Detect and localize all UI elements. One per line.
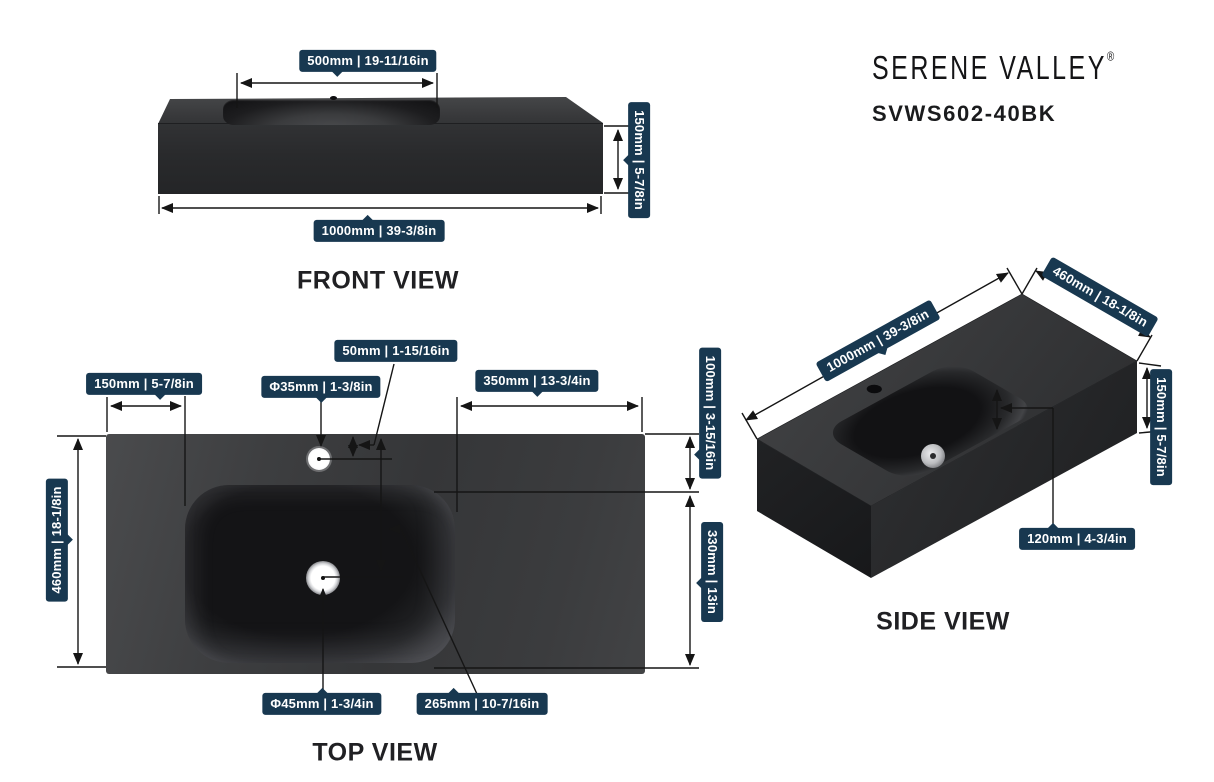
side-view-title: SIDE VIEW (876, 607, 1010, 636)
dim-label-side-overall-depth: 460mm | 18-1/8in (1041, 256, 1159, 338)
top-view-faucet-center-mark (317, 457, 321, 461)
dim-label-top-drain-diameter: Φ45mm | 1-3/4in (262, 687, 382, 716)
dim-label-top-left-deck: 150mm | 5-7/8in (86, 372, 202, 401)
dim-label-side-height: 150mm | 5-7/8in (1149, 369, 1173, 485)
dim-text: 500mm | 19-11/16in (307, 52, 429, 68)
dim-text: 120mm | 4-3/4in (1027, 530, 1127, 546)
label-pointer (315, 687, 328, 694)
side-view-basin (832, 366, 1028, 476)
dim-text: 350mm | 13-3/4in (483, 372, 591, 388)
dim-label-top-basin-length: 330mm | 13in (695, 521, 724, 623)
label-pointer (331, 71, 343, 78)
label-pointer (314, 397, 327, 404)
dim-text: 460mm | 18-1/8in (48, 486, 64, 594)
dim-label-top-drain-setback: 265mm | 10-7/16in (416, 687, 548, 716)
side-view-drain (921, 444, 945, 468)
top-view-title: TOP VIEW (312, 738, 438, 767)
dim-text: 265mm | 10-7/16in (424, 695, 540, 711)
label-pointer (530, 391, 543, 398)
label-pointer (362, 214, 374, 221)
dim-label-top-faucet-diameter: Φ35mm | 1-3/8in (261, 375, 381, 404)
label-pointer (448, 687, 460, 694)
dim-text: 150mm | 5-7/8in (94, 375, 194, 391)
dim-label-top-right-deck: 350mm | 13-3/4in (475, 369, 599, 398)
dim-text: 1000mm | 39-3/8in (823, 306, 932, 375)
brand-logo: SERENE VALLEY® (872, 50, 1114, 87)
label-pointer (622, 153, 629, 166)
model-number: SVWS602-40BK (872, 101, 1057, 126)
side-view-faucet-hole (866, 384, 882, 394)
brand-name: SERENE VALLEY® (872, 50, 1114, 88)
label-pointer (153, 394, 166, 401)
dim-label-top-back-offset: 100mm | 3-15/16in (693, 347, 722, 479)
dim-text: Φ45mm | 1-3/4in (270, 695, 374, 711)
label-pointer (877, 346, 892, 359)
dim-label-top-overall-depth: 460mm | 18-1/8in (45, 478, 74, 602)
front-view-basin-opening (223, 100, 440, 125)
dim-label-side-overall-width: 1000mm | 39-3/8in (815, 299, 941, 383)
label-pointer (1046, 522, 1059, 529)
dim-text: Φ35mm | 1-3/8in (269, 378, 373, 394)
dim-text: 1000mm | 39-3/8in (321, 222, 437, 238)
label-pointer (67, 534, 74, 547)
dim-label-top-faucet-setback: 50mm | 1-15/16in (334, 339, 458, 363)
top-view-drain-center-mark (321, 576, 325, 580)
label-pointer (693, 449, 700, 461)
dim-text: 100mm | 3-15/16in (703, 355, 719, 471)
dim-label-front-basin-width: 500mm | 19-11/16in (299, 49, 437, 78)
dim-text: 50mm | 1-15/16in (342, 342, 450, 358)
dim-text: 460mm | 18-1/8in (1050, 263, 1151, 330)
front-view-title: FRONT VIEW (297, 266, 459, 295)
dim-label-front-height: 150mm | 5-7/8in (622, 102, 651, 218)
dim-label-side-basin-depth: 120mm | 4-3/4in (1019, 522, 1135, 551)
dim-text: 330mm | 13in (705, 529, 721, 615)
front-view-faucet-hole (330, 96, 337, 100)
dim-text: 150mm | 5-7/8in (1154, 377, 1170, 477)
registered-trademark-icon: ® (1106, 50, 1115, 65)
front-view-sink-front-face (158, 123, 603, 194)
brand-name-text: SERENE VALLEY (872, 50, 1107, 87)
label-pointer (695, 577, 702, 589)
dim-text: 150mm | 5-7/8in (632, 110, 648, 210)
dim-label-front-overall-width: 1000mm | 39-3/8in (313, 214, 445, 243)
